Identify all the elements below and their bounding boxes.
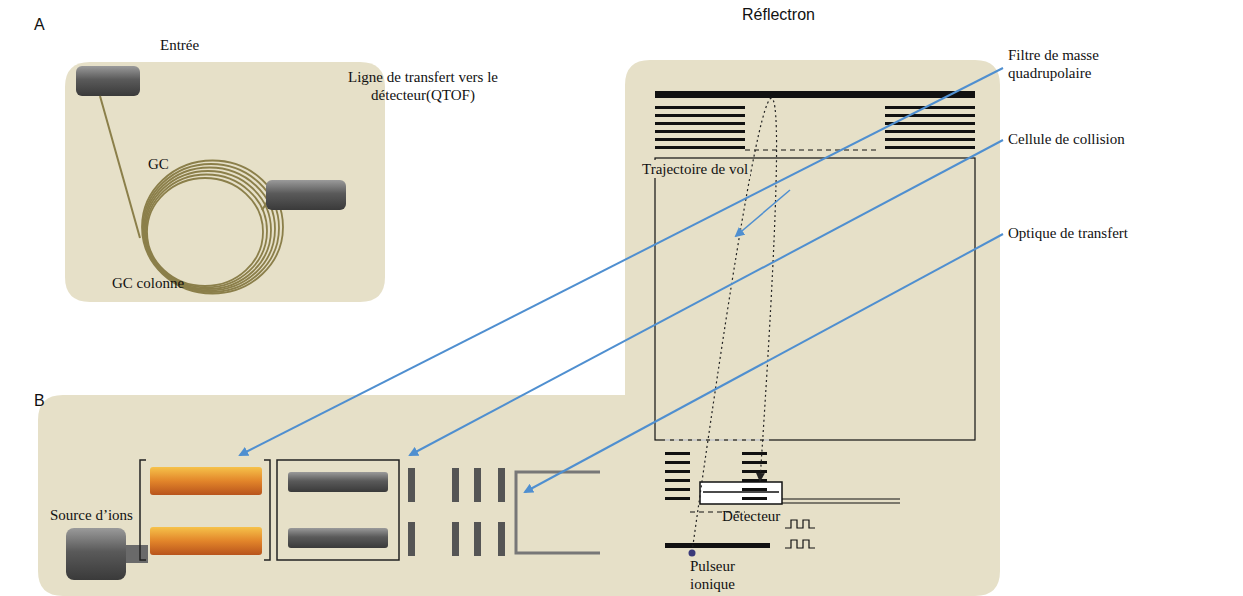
ion-source-label: Source d’ions [48, 506, 135, 524]
reflectron-label: Réflectron [742, 6, 815, 24]
detector-box: Détecteur [700, 482, 782, 504]
part-name: Filtre de masse quadrupolaire [1008, 46, 1148, 82]
pulser-label: Pulseur ionique [690, 557, 754, 593]
qtof-housing: RéflectronTrajectoire de volSource d’ion… [38, 60, 1000, 596]
gc-label: GC [148, 155, 169, 173]
part-name: Optique de transfert [1008, 224, 1128, 242]
gc-oven-panel: EntréeGCGC colonne [65, 62, 385, 302]
detector-box-outline [700, 482, 782, 504]
panel-letter: A [34, 16, 45, 34]
panel-letter: B [34, 392, 45, 410]
qtof-housing-outline [38, 60, 1000, 596]
transfer-line-label: Ligne de transfert vers le détecteur(QTO… [338, 68, 508, 104]
gc-oven-panel-outline [65, 62, 385, 302]
column-label: GC colonne [112, 274, 184, 292]
flight-path-label: Trajectoire de vol [640, 160, 750, 178]
part-name: Cellule de collision [1008, 130, 1125, 148]
detector-label: Détecteur [722, 507, 780, 525]
inlet-label: Entrée [160, 36, 199, 54]
